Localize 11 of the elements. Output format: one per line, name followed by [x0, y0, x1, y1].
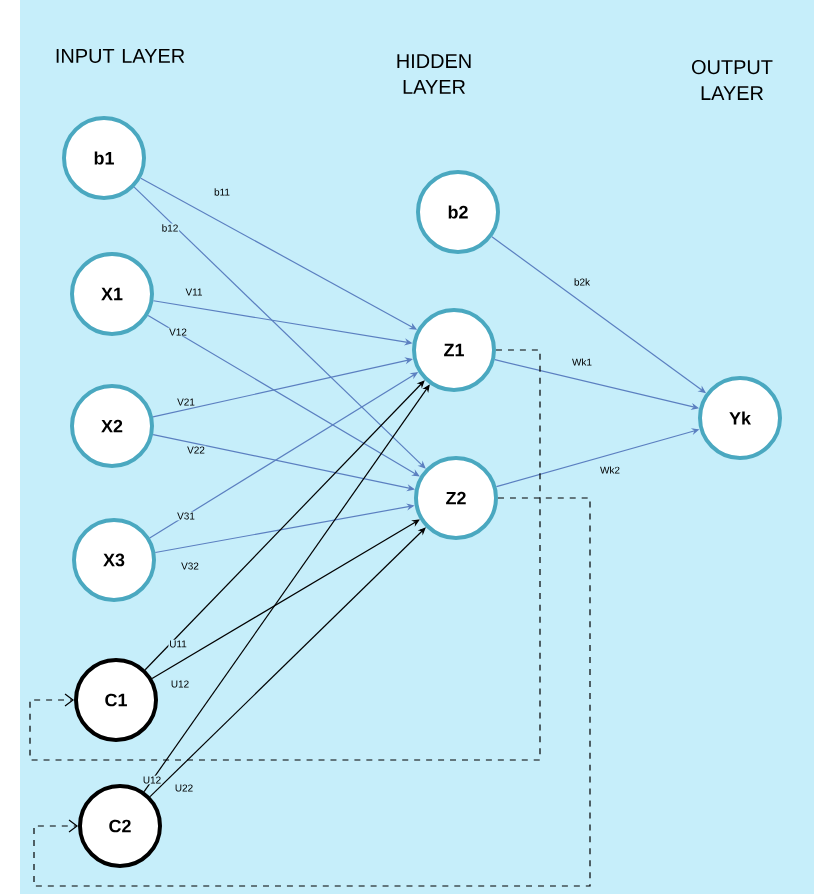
layer-title: HIDDEN LAYER — [397, 54, 471, 94]
arrow — [147, 314, 420, 477]
arrow — [133, 186, 426, 469]
feedback-arrow — [33, 497, 591, 887]
arrow — [151, 519, 420, 680]
arrow — [152, 357, 413, 418]
layer-title: OUTPUT LAYER — [692, 60, 773, 100]
arrow — [144, 380, 425, 671]
arrow — [149, 527, 426, 798]
feedback-arrow — [29, 349, 541, 761]
layer-title: INPUT LAYER — [56, 49, 185, 63]
